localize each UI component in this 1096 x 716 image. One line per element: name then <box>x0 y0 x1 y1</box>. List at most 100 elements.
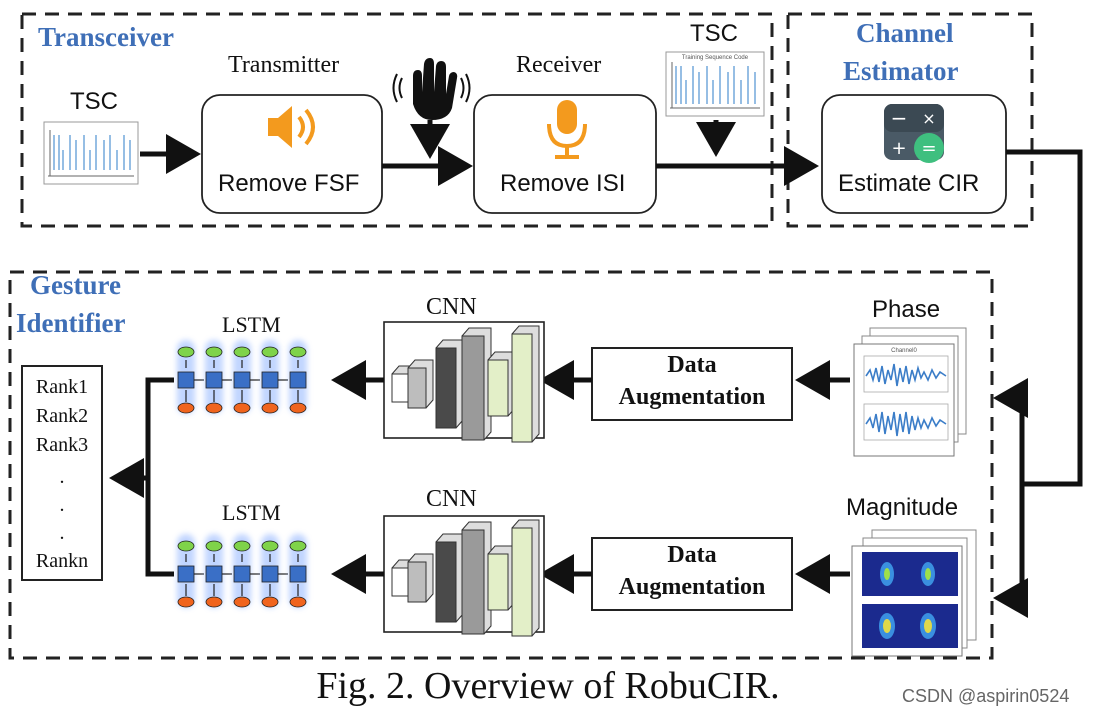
rank-dot-2: . <box>59 494 65 516</box>
lstm-cell <box>261 565 279 583</box>
data-augmentation-box-bottom <box>591 537 793 611</box>
tsc-plot-right: Training Sequence Code <box>665 51 765 117</box>
watermark: CSDN @aspirin0524 <box>902 686 1070 706</box>
channel-plot-caption: Channel0 <box>891 348 917 354</box>
gesture-identifier-frame <box>8 270 994 660</box>
data-augmentation-box-top <box>591 347 793 421</box>
remove-fsf-label: Remove FSF <box>218 170 360 197</box>
hand-gesture-icon <box>392 58 471 120</box>
phase-plot-stack: Channel0 <box>853 327 967 457</box>
cnn-label-bottom: CNN <box>426 486 477 512</box>
transceiver-title: Transceiver <box>38 22 174 52</box>
lstm-output-node <box>233 346 251 358</box>
lstm-input-node <box>289 596 307 608</box>
svg-text:+: + <box>891 138 906 159</box>
lstm-cell <box>233 565 251 583</box>
svg-text:=: = <box>921 138 936 159</box>
data-augmentation-bottom-line2: Augmentation <box>618 574 766 600</box>
data-augmentation-bottom-line1: Data <box>667 542 717 568</box>
cnn-layer <box>487 359 509 417</box>
lstm-cell <box>289 565 307 583</box>
connector-estimator-to-gesture <box>1006 149 1083 487</box>
svg-text:×: × <box>922 109 935 128</box>
lstm-label-bottom: LSTM <box>222 500 281 525</box>
gesture-identifier-title-line1: Gesture <box>30 270 121 300</box>
rank-item-n: Rankn <box>35 550 89 572</box>
rank-item-1: Rank1 <box>35 376 89 398</box>
magnitude-label: Magnitude <box>846 494 959 521</box>
channel-estimator-title-line2: Estimator <box>843 56 959 86</box>
cnn-layer <box>511 333 533 443</box>
lstm-output-node <box>205 540 223 552</box>
cnn-layer <box>407 367 427 409</box>
transmitter-box <box>201 94 383 214</box>
tsc-label-left: TSC <box>70 88 118 115</box>
receiver-label: Receiver <box>516 52 602 78</box>
lstm-input-node <box>177 402 195 414</box>
lstm-input-node <box>261 596 279 608</box>
data-augmentation-top-line2: Augmentation <box>618 384 766 410</box>
lstm-label-top: LSTM <box>222 312 281 337</box>
rank-item-3: Rank3 <box>35 434 89 456</box>
cnn-layer <box>391 373 409 403</box>
lstm-output-node <box>289 346 307 358</box>
tsc-plot-caption: Training Sequence Code <box>682 55 749 61</box>
magnitude-plot-stack <box>851 529 977 657</box>
lstm-cell <box>177 565 195 583</box>
lstm-input-node <box>177 596 195 608</box>
rank-item-2: Rank2 <box>35 405 89 427</box>
lstm-block-top <box>177 340 307 414</box>
cnn-layer <box>435 541 457 623</box>
lstm-output-node <box>289 540 307 552</box>
lstm-output-node <box>261 540 279 552</box>
lstm-output-node <box>177 540 195 552</box>
cnn-layer <box>461 335 485 441</box>
merge-connector <box>145 377 174 577</box>
svg-text:−: − <box>891 106 908 130</box>
tsc-label-right: TSC <box>690 20 738 47</box>
data-augmentation-top-line1: Data <box>667 352 717 378</box>
cnn-layer <box>407 561 427 603</box>
microphone-icon <box>547 100 587 159</box>
estimate-cir-label: Estimate CIR <box>838 170 980 197</box>
lstm-cell <box>205 565 223 583</box>
phase-label: Phase <box>872 296 941 323</box>
rank-dot-3: . <box>59 522 65 544</box>
cnn-label-top: CNN <box>426 294 477 320</box>
rank-box <box>21 365 103 581</box>
lstm-input-node <box>289 402 307 414</box>
lstm-input-node <box>233 596 251 608</box>
lstm-output-node <box>177 346 195 358</box>
rank-dot-1: . <box>59 466 65 488</box>
transmitter-label: Transmitter <box>228 52 340 78</box>
lstm-output-node <box>261 346 279 358</box>
lstm-cell <box>289 371 307 389</box>
channel-estimator-frame <box>786 12 1034 228</box>
lstm-output-node <box>233 540 251 552</box>
lstm-block-bottom <box>177 534 307 608</box>
lstm-input-node <box>261 402 279 414</box>
gesture-identifier-title-line2: Identifier <box>16 308 126 338</box>
speaker-icon <box>268 106 315 148</box>
cnn-block-bottom <box>383 515 545 637</box>
lstm-cell <box>261 371 279 389</box>
lstm-cell <box>233 371 251 389</box>
remove-isi-label: Remove ISI <box>500 170 626 197</box>
cnn-layer <box>461 529 485 635</box>
lstm-output-node <box>205 346 223 358</box>
lstm-cell <box>177 371 195 389</box>
cnn-layer <box>487 553 509 611</box>
cnn-layer <box>435 347 457 429</box>
lstm-input-node <box>233 402 251 414</box>
figure-caption: Fig. 2. Overview of RobuCIR. <box>316 665 780 707</box>
lstm-input-node <box>205 596 223 608</box>
calculator-icon: − × + = <box>884 104 944 163</box>
tsc-plot-left <box>43 121 139 185</box>
cnn-layer <box>511 527 533 637</box>
channel-estimator-title-line1: Channel <box>856 18 954 48</box>
cnn-block-top <box>383 321 545 443</box>
lstm-cell <box>205 371 223 389</box>
transceiver-frame <box>20 12 774 228</box>
cnn-layer <box>391 567 409 597</box>
lstm-input-node <box>205 402 223 414</box>
